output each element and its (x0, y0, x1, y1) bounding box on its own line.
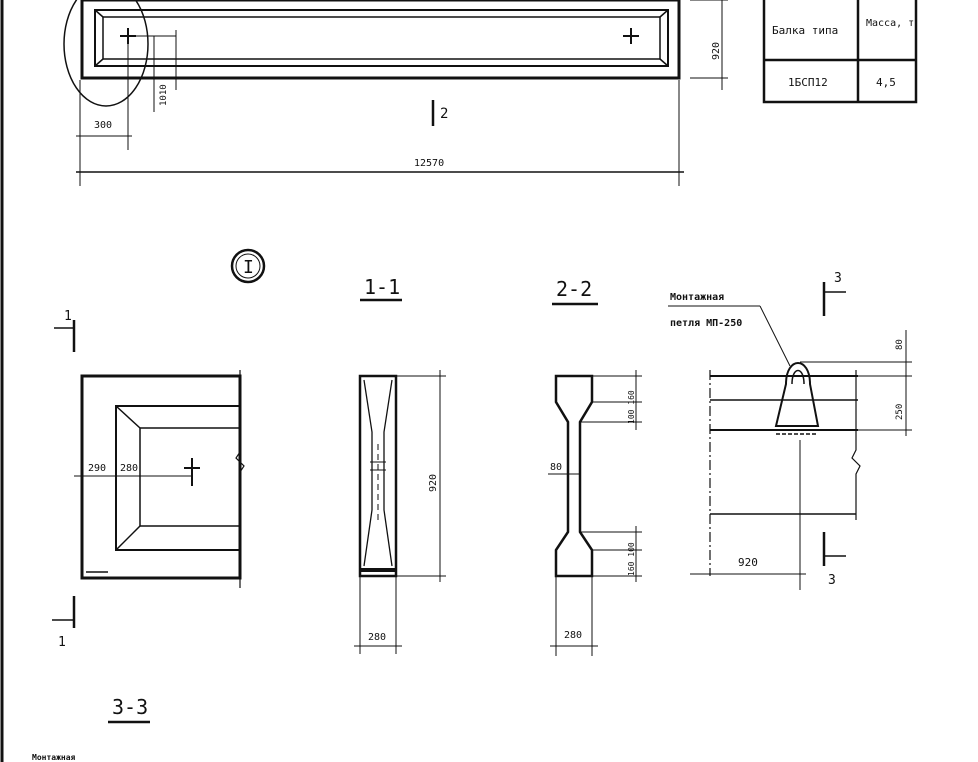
detail-break-line (235, 370, 245, 588)
section-2-2-dim-bottom: 160 100 (627, 542, 636, 576)
beam-outline (80, 0, 681, 80)
beam-inner-recess (94, 9, 669, 67)
section-3-3: 3-3 Монтажная (32, 695, 150, 762)
mass-table: Балка типа Масса, т 1БСП12 4,5 (762, 0, 918, 104)
cut-mark-3-top: 3 (822, 271, 846, 316)
loop-detail: Монтажная петля МП-250 80 250 920 3 (668, 271, 912, 590)
detail-label-circle (230, 248, 266, 284)
section-3-3-note: Монтажная (32, 753, 76, 762)
beam-plan-view: 1010 300 2 12570 920 (63, 0, 728, 186)
loop-dim-top: 80 (895, 339, 905, 350)
section-2-2-title: 2-2 (556, 277, 592, 301)
cut-mark-1-bottom: 1 (52, 596, 76, 650)
detail-dim-b: 280 (120, 463, 138, 474)
section-mark-2: 2 (440, 106, 448, 122)
loop-callout-line2: петля МП-250 (670, 318, 742, 329)
table-header-mass: Масса, т (866, 18, 914, 29)
section-2-2: 2-2 100 160 160 100 80 280 (548, 277, 642, 656)
section-2-2-dim-top: 100 160 (627, 390, 636, 424)
loop-mark-right (623, 28, 639, 44)
dim-total: 12570 (414, 158, 444, 169)
section-1-1-outline (358, 374, 398, 578)
loop-dim-mid: 250 (895, 404, 905, 420)
cut-mark-1-top: 1 (54, 309, 76, 352)
section-1-1: 1-1 920 280 (354, 275, 446, 654)
cut-mark-3-bottom: 3 (822, 532, 846, 588)
section-2-2-dim-web: 80 (550, 462, 562, 473)
section-1-1-title: 1-1 (364, 275, 400, 299)
table-row-mass: 4,5 (876, 76, 896, 89)
detail-label: I (243, 257, 254, 278)
table-header-type: Балка типа (772, 24, 838, 37)
section-2-2-i-beam (554, 374, 594, 578)
loop-mark-left (120, 28, 177, 90)
detail-callout-ellipse (63, 0, 149, 107)
svg-text:3: 3 (828, 573, 836, 588)
loop-callout-line1: Монтажная (670, 292, 724, 303)
dim-height: 920 (711, 42, 722, 60)
loop-dim-width: 920 (738, 556, 758, 569)
svg-text:1: 1 (58, 635, 66, 650)
lifting-loop (774, 362, 820, 427)
beam-inner-recess-edge (102, 16, 661, 60)
dim-small-vertical: 1010 (159, 84, 169, 106)
svg-text:3: 3 (834, 271, 842, 286)
section-2-2-dim-width: 280 (564, 630, 582, 641)
svg-text:1: 1 (64, 309, 72, 324)
dim-left: 300 (94, 120, 112, 131)
detail-dim-a: 290 (88, 463, 106, 474)
section-1-1-dim-height: 920 (428, 474, 439, 492)
detail-recess-inner (139, 427, 241, 527)
detail-I: I 290 280 1 1 (52, 248, 266, 650)
table-row-type: 1БСП12 (788, 76, 828, 89)
section-1-1-dim-width: 280 (368, 632, 386, 643)
section-3-3-title: 3-3 (112, 695, 148, 719)
